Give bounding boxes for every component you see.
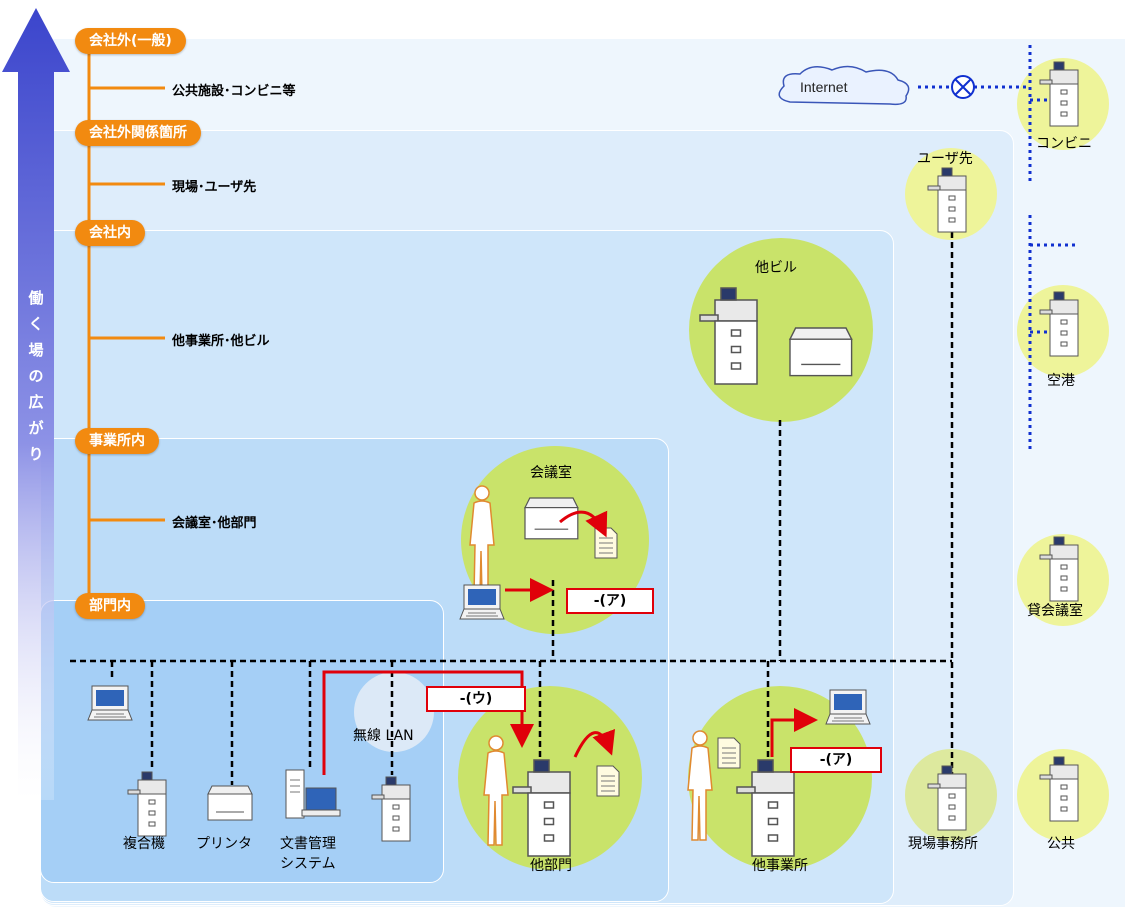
level-pill-outside-related: 会社外関係箇所 xyxy=(75,120,201,146)
location-kashi-kaigishitsu: 貸会議室 xyxy=(1027,603,1083,619)
callout-u: -(ウ) xyxy=(426,686,526,712)
location-konbini: コンビニ xyxy=(1036,136,1092,152)
level-sub-in-office: 会議室･他部門 xyxy=(172,516,257,531)
level-pill-in-office: 事業所内 xyxy=(75,428,159,454)
device-label-printer: プリンタ xyxy=(196,836,252,852)
internet-label: Internet xyxy=(800,79,848,95)
location-kokyo: 公共 xyxy=(1047,836,1075,852)
device-label-bunsho-2: システム xyxy=(280,856,336,872)
location-ta-bumon: 他部門 xyxy=(530,858,572,874)
expansion-arrow: 働 く 場 の 広 が り xyxy=(0,0,80,800)
location-kuko: 空港 xyxy=(1047,373,1075,389)
level-pill-outside-general: 会社外(一般) xyxy=(75,28,186,54)
device-label-bunsho-1: 文書管理 xyxy=(280,836,336,852)
level-pill-in-company: 会社内 xyxy=(75,220,145,246)
location-user-saki: ユーザ先 xyxy=(917,151,973,167)
callout-a-office: -(ア) xyxy=(790,747,882,773)
level-sub-outside-general: 公共施設･コンビニ等 xyxy=(172,84,296,99)
expansion-arrow-text: 働 く 場 の 広 が り xyxy=(28,289,44,463)
level-sub-in-company: 他事業所･他ビル xyxy=(172,334,270,349)
location-kaigishitsu: 会議室 xyxy=(530,465,572,481)
device-label-fukugoki: 複合機 xyxy=(123,836,165,852)
location-ta-jigyosho: 他事業所 xyxy=(752,858,808,874)
location-genba: 現場事務所 xyxy=(908,836,978,852)
level-pill-in-department: 部門内 xyxy=(75,593,145,619)
level-sub-outside-related: 現場･ユーザ先 xyxy=(172,180,257,195)
callout-a-meeting: -(ア) xyxy=(566,588,654,614)
location-ta-biru: 他ビル xyxy=(755,260,797,276)
device-label-musen-lan: 無線 LAN xyxy=(353,728,414,744)
